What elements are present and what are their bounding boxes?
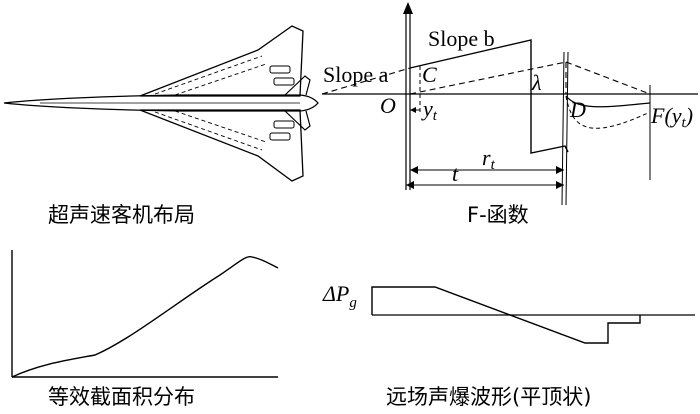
label-rt: rt bbox=[482, 145, 496, 173]
f-curve bbox=[409, 39, 569, 154]
boom-waveform-plot: ΔPg bbox=[322, 281, 695, 344]
area-distribution-plot bbox=[11, 250, 279, 378]
recovery-dashed bbox=[565, 95, 651, 129]
label-delta-p: ΔPg bbox=[322, 281, 357, 311]
caption-aircraft: 超声速客机布局 bbox=[48, 203, 195, 227]
aircraft-upper-wing-hatch bbox=[154, 55, 267, 96]
d-marker bbox=[561, 51, 565, 206]
caption-f-function: F-函数 bbox=[467, 203, 529, 227]
recovery-curve bbox=[565, 95, 651, 108]
label-yt: yt bbox=[421, 96, 438, 124]
label-lambda: λ bbox=[531, 70, 542, 95]
aircraft-engines bbox=[269, 65, 295, 141]
label-slope-b: Slope b bbox=[428, 26, 495, 51]
aircraft-lower-wing-hatch bbox=[154, 110, 267, 151]
caption-area: 等效截面积分布 bbox=[48, 385, 195, 409]
f-axis-arrow bbox=[403, 2, 413, 14]
aircraft-lower-wing bbox=[139, 109, 304, 182]
aircraft-upper-wing bbox=[139, 25, 304, 97]
label-o: O bbox=[380, 93, 396, 118]
label-t: t bbox=[452, 161, 459, 186]
area-curve bbox=[11, 256, 279, 378]
aircraft-drawing bbox=[3, 25, 319, 182]
f-function-diagram: Slope a Slope b C O yt λ D F(yt) rt t bbox=[321, 2, 698, 206]
aircraft-fuselage bbox=[3, 94, 319, 112]
label-d: D bbox=[569, 97, 586, 122]
f-yt-dashed bbox=[565, 61, 651, 95]
approx-line bbox=[409, 61, 567, 95]
boom-waveform bbox=[371, 286, 641, 344]
label-slope-a: Slope a bbox=[323, 62, 389, 87]
d-marker-inner bbox=[565, 51, 569, 206]
slope-a-line bbox=[321, 67, 411, 95]
aircraft-tail bbox=[284, 75, 311, 131]
label-f-yt: F(yt) bbox=[650, 103, 693, 131]
caption-wave: 远场声爆波形(平顶状) bbox=[386, 385, 591, 409]
label-c: C bbox=[422, 62, 437, 87]
